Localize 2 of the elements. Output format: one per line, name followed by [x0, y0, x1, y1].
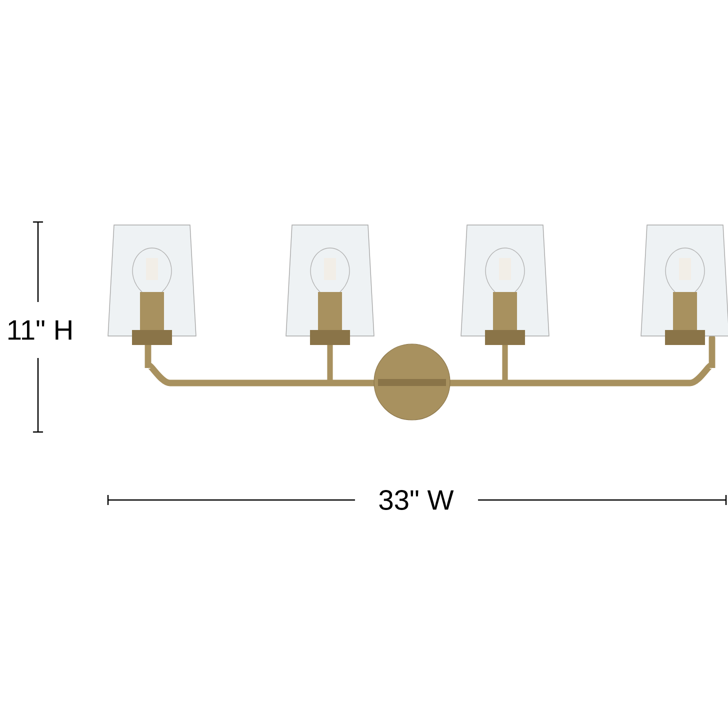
dimension-label: 33" W — [379, 490, 454, 510]
dimension-label: 11" H — [8, 320, 72, 340]
